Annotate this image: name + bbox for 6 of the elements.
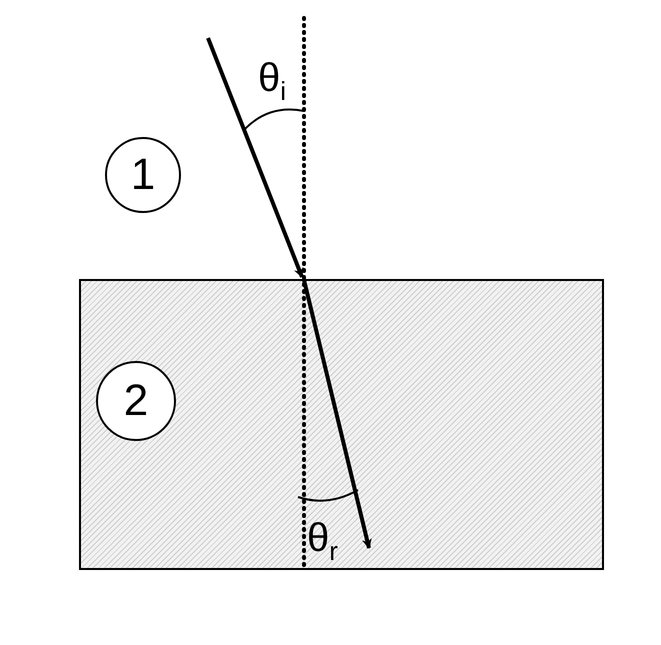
medium-block xyxy=(79,279,604,570)
medium-number-circle: 2 xyxy=(96,361,176,441)
angle-label: θ$_{i}$ xyxy=(258,58,286,104)
incident-ray-arrow xyxy=(206,37,304,278)
angle-label: θ$_{r}$ xyxy=(307,518,338,564)
medium-number-circle: 1 xyxy=(105,137,181,213)
